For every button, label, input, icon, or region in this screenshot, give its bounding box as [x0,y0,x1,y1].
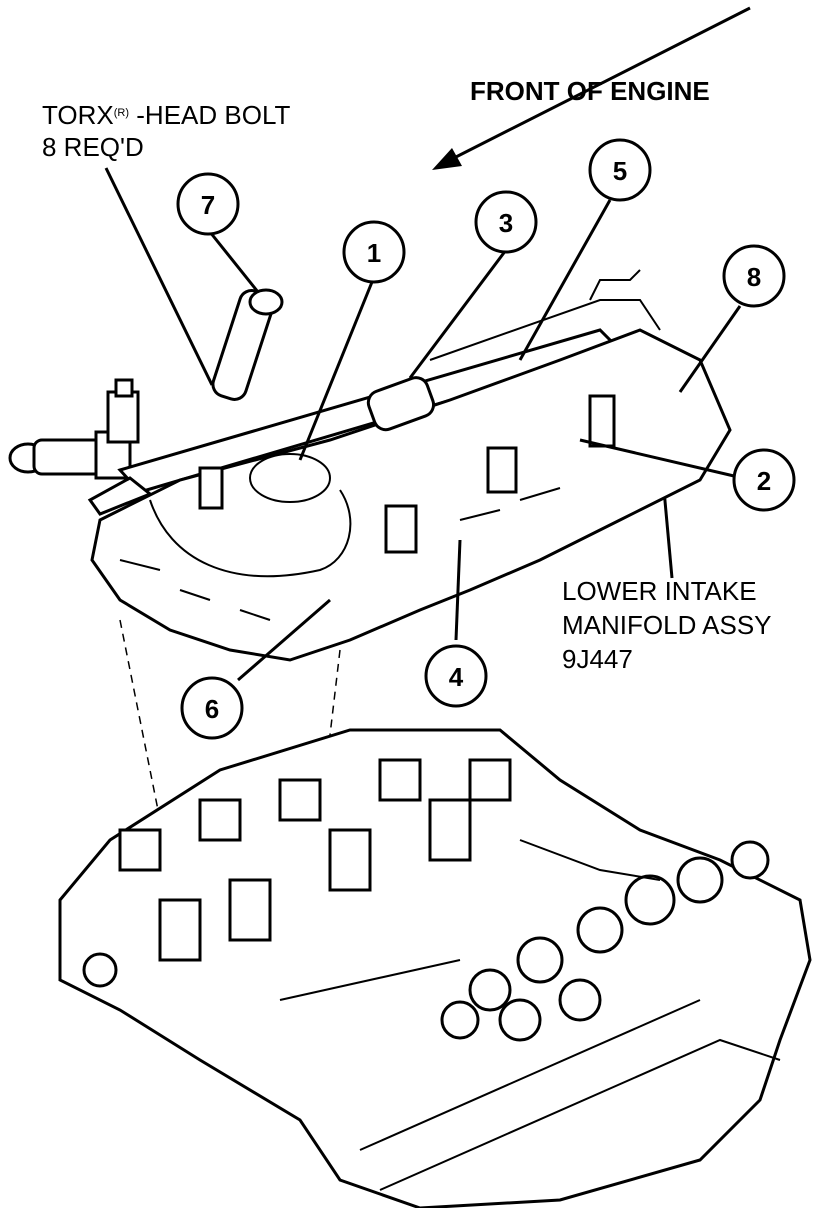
torx-word: TORX [42,100,114,130]
callout-8: 8 [722,244,786,308]
manifold-label-line1: LOWER INTAKE [562,576,757,606]
callout-3-number: 3 [499,208,513,238]
manifold-label-line2: MANIFOLD ASSY [562,610,772,640]
callout-8-number: 8 [747,262,761,292]
torx-bolt-label: TORX(R) -HEAD BOLT [42,100,290,130]
callout-7: 7 [176,172,240,236]
callout-leaders [208,199,742,682]
torx-leader [104,167,214,386]
callout-2-number: 2 [757,466,771,496]
torx-quantity-label: 8 REQ'D [42,132,144,162]
front-arrow [432,6,751,170]
callout-7-number: 7 [201,190,215,220]
torx-head-bolt-word: -HEAD BOLT [129,100,290,130]
callout-2: 2 [732,448,796,512]
intake-manifold-assembly [8,269,732,662]
manifold-leader [662,489,674,579]
callout-6-number: 6 [205,694,219,724]
manifold-label-line3: 9J447 [562,644,633,674]
callout-4-number: 4 [449,662,464,692]
callout-5-number: 5 [613,156,627,186]
torx-registered-mark: (R) [114,107,129,119]
engine-block [58,728,812,1208]
callout-4: 4 [424,644,488,708]
callout-1: 1 [342,220,406,284]
head-bolt [211,288,284,401]
callout-1-number: 1 [367,238,381,268]
callout-5: 5 [588,138,652,202]
front-of-engine-label: FRONT OF ENGINE [470,76,710,106]
callout-3: 3 [474,190,538,254]
callout-6: 6 [180,676,244,740]
